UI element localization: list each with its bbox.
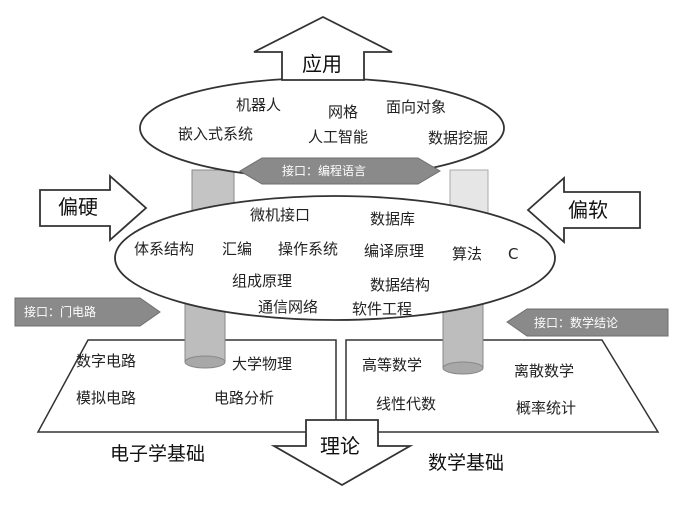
right-arrow-label: 偏软 [568,198,608,222]
right-arrow [526,175,641,245]
left-base-title: 电子学基础 [110,443,206,465]
right-base-item-calculus: 高等数学 [362,356,423,374]
right-base-plane [345,339,660,433]
left-base-item-circuit: 电路分析 [214,389,275,407]
mid-item-compiler: 编译原理 [364,242,425,260]
top-item-oop: 面向对象 [386,98,447,116]
mid-item-database: 数据库 [370,210,416,228]
mid-item-network: 通信网络 [258,298,319,316]
top-item-grid: 网格 [328,103,359,121]
mid-item-algorithm: 算法 [452,245,483,263]
top-arrow-label: 应用 [302,52,342,76]
mid-item-softeng: 软件工程 [352,300,413,318]
interface-right-label: 接口：数学结论 [534,316,619,330]
top-arrow [253,15,393,81]
right-base-item-linear: 线性代数 [376,395,437,413]
top-item-ai: 人工智能 [308,128,369,146]
interface-left-label: 接口：门电路 [24,305,97,319]
left-arrow [39,173,148,243]
left-arrow-label: 偏硬 [58,195,98,219]
top-item-datamining: 数据挖掘 [428,129,489,147]
lower-left-cylinder-cap [184,355,226,369]
top-item-embedded: 嵌入式系统 [178,125,254,143]
top-item-robot: 机器人 [236,96,282,114]
mid-item-assembly: 汇编 [222,240,253,258]
left-base-item-analog: 模拟电路 [76,389,137,407]
right-base-title: 数学基础 [428,452,505,474]
mid-item-microinterface: 微机接口 [250,206,311,224]
interface-right-bar [506,308,669,337]
mid-item-architecture: 体系结构 [134,240,195,258]
interface-left-bar [14,297,161,327]
lower-right-cylinder-cap [442,361,484,375]
mid-item-organization: 组成原理 [232,272,293,290]
mid-item-c: C [508,245,519,263]
right-base-item-probability: 概率统计 [516,399,577,417]
bottom-arrow-label: 理论 [320,434,360,458]
mid-item-datastructure: 数据结构 [370,276,431,294]
mid-item-os: 操作系统 [278,240,339,258]
bottom-arrow [270,419,414,487]
interface-top-bar [239,157,441,185]
interface-top-label: 接口：编程语言 [282,164,367,178]
left-base-item-digital: 数字电路 [76,352,137,370]
middle-ellipse [114,195,556,321]
left-base-item-physics: 大学物理 [232,355,293,373]
right-base-item-discrete: 离散数学 [514,362,575,380]
